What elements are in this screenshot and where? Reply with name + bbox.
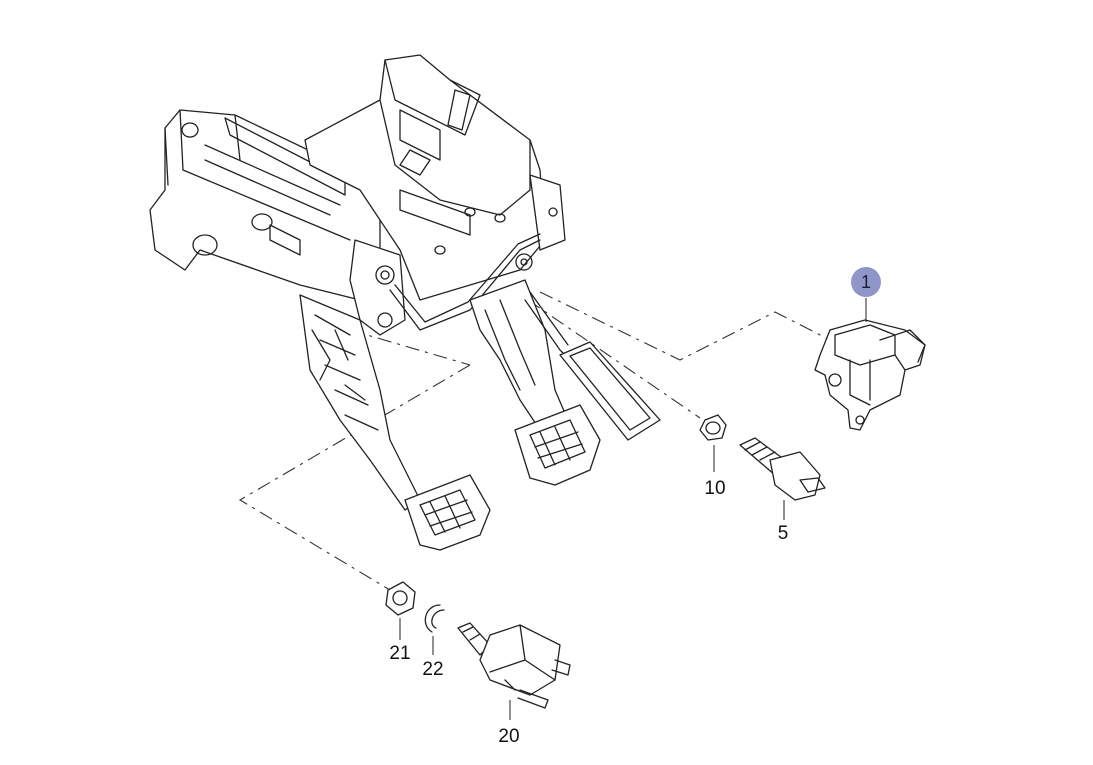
leader-line-1 [539,291,831,361]
label-lead-lines [399,298,867,720]
part-label-1: 1 [860,271,871,292]
part-22-clip [424,604,445,633]
brake-pedal [469,279,601,486]
leader-line-pedal [349,329,471,366]
accelerator-pedal [524,291,661,441]
leader-line-10 [527,299,701,419]
part-21-nut [385,581,416,616]
part-5-switch [739,437,826,501]
part-20-switch [457,622,571,709]
part-10-nut [699,414,727,441]
part-label-21: 21 [389,643,411,664]
part-label-10: 10 [704,478,726,499]
part-1-sensor [814,319,926,431]
clutch-pedal [299,294,491,551]
part-label-20: 20 [498,726,520,747]
part-label-22: 22 [422,659,444,680]
leader-line-21 [238,364,471,591]
part-label-5: 5 [777,523,789,544]
part-1-callout: 1 [851,267,881,297]
pedal-bracket [149,54,566,336]
leader-lines [238,291,831,591]
